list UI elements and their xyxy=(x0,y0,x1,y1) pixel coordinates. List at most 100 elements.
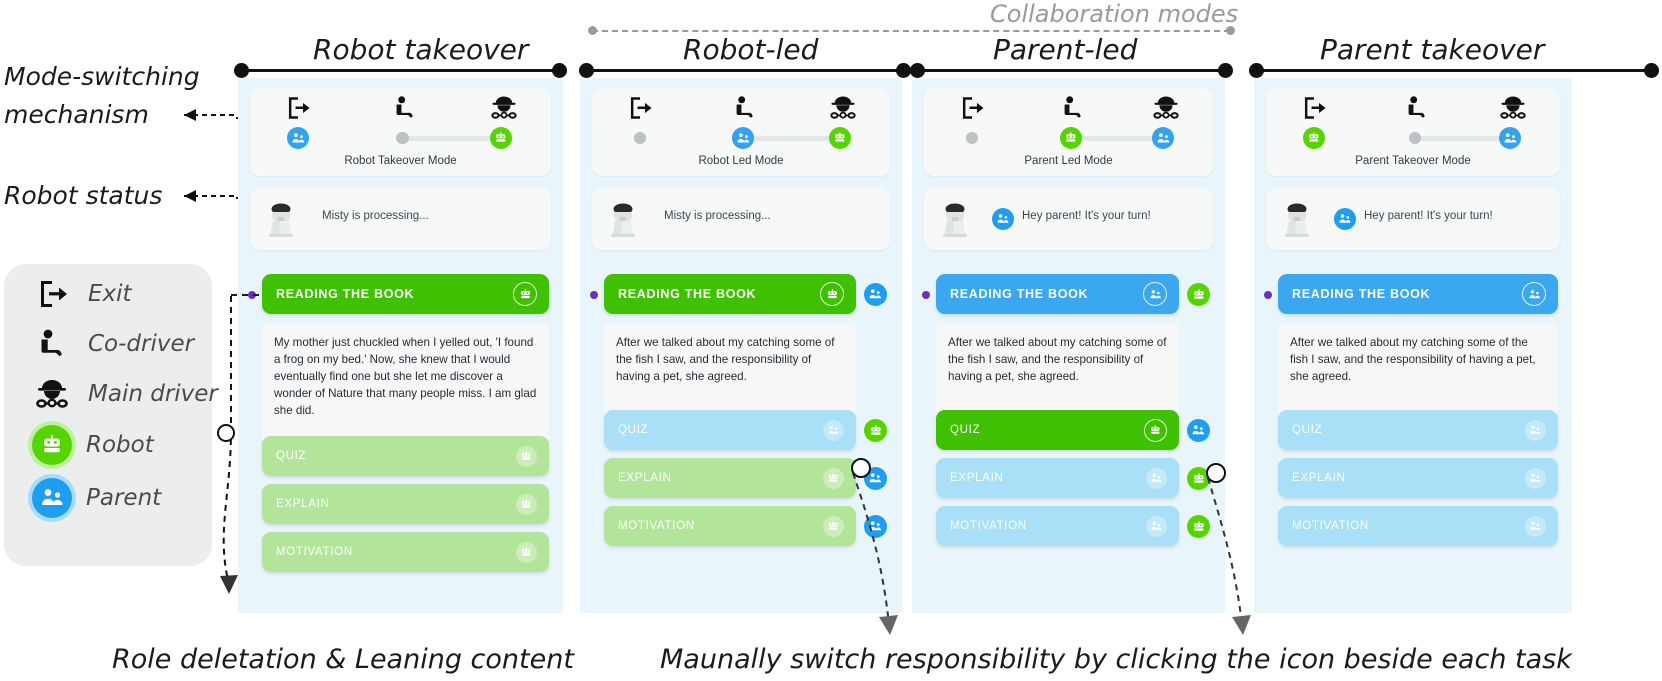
exit-icon xyxy=(284,94,314,124)
slider-knob-parent[interactable] xyxy=(1499,127,1521,149)
task-label: READING THE BOOK xyxy=(950,287,1089,301)
task-owner-badge[interactable] xyxy=(823,467,844,489)
slider-knob-parent[interactable] xyxy=(732,127,754,149)
reading-body-text: After we talked about my catching some o… xyxy=(936,324,1179,416)
task-owner-badge[interactable] xyxy=(1146,515,1167,537)
robot-status-card: Misty is processing... xyxy=(250,188,551,250)
main-driver-icon xyxy=(828,94,858,124)
slider-knob-robot[interactable] xyxy=(490,127,512,149)
task-bullet xyxy=(922,291,930,299)
mode-switch-card[interactable]: Parent Takeover Mode xyxy=(1266,88,1560,176)
task-row-explain[interactable]: EXPLAIN xyxy=(936,458,1179,498)
slider-knob-parent[interactable] xyxy=(1152,127,1174,149)
task-owner-badge[interactable] xyxy=(1144,418,1167,442)
mode-slider-track[interactable] xyxy=(1415,136,1510,141)
slider-knob-robot[interactable] xyxy=(1303,127,1325,149)
robot-status-text: Misty is processing... xyxy=(664,210,771,222)
mode-slider-track[interactable] xyxy=(402,136,501,141)
slider-knob-parent[interactable] xyxy=(287,127,309,149)
co-driver-icon xyxy=(1403,94,1433,124)
task-owner-badge[interactable] xyxy=(1522,282,1546,306)
task-bullet xyxy=(1264,291,1272,299)
task-owner-badge[interactable] xyxy=(1143,282,1167,306)
annotation-mode-switching-line2: mechanism xyxy=(4,100,149,129)
slider-knob-empty[interactable] xyxy=(633,131,647,145)
legend-item-robot: Robot xyxy=(32,425,154,465)
task-row-motivation[interactable]: MOTIVATION xyxy=(604,506,856,546)
robot-status-card: Misty is processing... xyxy=(592,188,890,250)
task-label: QUIZ xyxy=(276,450,307,462)
slider-knob-robot[interactable] xyxy=(829,127,851,149)
panel-rule-dot-0-right xyxy=(552,63,567,78)
task-row-reading[interactable]: READING THE BOOK xyxy=(1278,274,1558,314)
task-owner-badge[interactable] xyxy=(1525,419,1546,441)
task-owner-badge[interactable] xyxy=(823,515,844,537)
task-label: MOTIVATION xyxy=(618,520,695,532)
robot-status-arrow xyxy=(184,190,234,202)
task-label: EXPLAIN xyxy=(276,498,330,510)
task-owner-badge[interactable] xyxy=(516,541,537,563)
task-row-reading[interactable]: READING THE BOOK xyxy=(604,274,856,314)
task-label: EXPLAIN xyxy=(950,472,1004,484)
manual-switch-anchor-1 xyxy=(851,458,871,478)
task-row-reading[interactable]: READING THE BOOK xyxy=(262,274,549,314)
task-row-motivation[interactable]: MOTIVATION xyxy=(262,532,549,572)
task-row-reading[interactable]: READING THE BOOK xyxy=(936,274,1179,314)
legend-label-main-driver: Main driver xyxy=(88,381,218,407)
mode-label: Parent Takeover Mode xyxy=(1355,155,1471,167)
misty-avatar-icon xyxy=(268,202,294,237)
switch-badge-robot[interactable] xyxy=(864,419,887,442)
mode-switch-card[interactable]: Robot Led Mode xyxy=(592,88,890,176)
collaboration-bracket-dot-right xyxy=(1226,26,1235,35)
task-owner-badge[interactable] xyxy=(516,445,537,467)
mode-switch-card[interactable]: Robot Takeover Mode xyxy=(250,88,551,176)
mode-switch-card[interactable]: Parent Led Mode xyxy=(924,88,1213,176)
switch-badge-parent[interactable] xyxy=(864,283,887,306)
reading-body-text: After we talked about my catching some o… xyxy=(1278,324,1558,416)
task-owner-badge[interactable] xyxy=(516,493,537,515)
robot-status-text: Hey parent! It's your turn! xyxy=(1364,210,1493,222)
misty-avatar-icon xyxy=(1284,202,1310,237)
panel-rule-dot-2-right xyxy=(1218,63,1233,78)
task-row-motivation[interactable]: MOTIVATION xyxy=(1278,506,1558,546)
switch-badge-parent[interactable] xyxy=(1187,419,1210,442)
task-owner-badge[interactable] xyxy=(823,419,844,441)
task-row-quiz[interactable]: QUIZ xyxy=(1278,410,1558,450)
task-row-motivation[interactable]: MOTIVATION xyxy=(936,506,1179,546)
task-label: QUIZ xyxy=(1292,424,1323,436)
main-driver-icon xyxy=(489,94,519,124)
task-row-explain[interactable]: EXPLAIN xyxy=(262,484,549,524)
mode-label: Robot Takeover Mode xyxy=(344,155,457,167)
task-label: MOTIVATION xyxy=(276,546,353,558)
slider-knob-empty[interactable] xyxy=(396,131,409,145)
robot-status-card: Hey parent! It's your turn! xyxy=(1266,188,1560,250)
task-label: QUIZ xyxy=(950,424,981,436)
task-owner-badge[interactable] xyxy=(1525,515,1546,537)
status-badge-parent[interactable] xyxy=(992,208,1014,230)
legend-item-main-driver: Main driver xyxy=(30,372,218,416)
task-row-quiz[interactable]: QUIZ xyxy=(262,436,549,476)
task-row-quiz[interactable]: QUIZ xyxy=(936,410,1179,450)
switch-badge-robot[interactable] xyxy=(1187,515,1210,538)
task-row-explain[interactable]: EXPLAIN xyxy=(1278,458,1558,498)
mode-slider-track[interactable] xyxy=(743,136,840,141)
mode-switching-arrow xyxy=(184,109,234,121)
slider-knob-robot[interactable] xyxy=(1059,127,1082,149)
caption-manual-switch: Maunally switch responsibility by clicki… xyxy=(660,644,1572,675)
slider-knob-empty[interactable] xyxy=(1408,131,1422,145)
panel-rule-0 xyxy=(240,69,564,72)
slider-knob-empty[interactable] xyxy=(965,131,979,145)
task-row-explain[interactable]: EXPLAIN xyxy=(604,458,856,498)
switch-badge-robot[interactable] xyxy=(1187,467,1210,490)
task-owner-badge[interactable] xyxy=(1146,467,1167,489)
mode-slider-track[interactable] xyxy=(1070,136,1163,141)
legend-item-exit: Exit xyxy=(30,272,132,316)
status-badge-parent[interactable] xyxy=(1334,208,1356,230)
task-owner-badge[interactable] xyxy=(513,282,537,306)
task-owner-badge[interactable] xyxy=(1525,467,1546,489)
switch-badge-robot[interactable] xyxy=(1187,283,1210,306)
task-row-quiz[interactable]: QUIZ xyxy=(604,410,856,450)
task-owner-badge[interactable] xyxy=(820,282,844,306)
